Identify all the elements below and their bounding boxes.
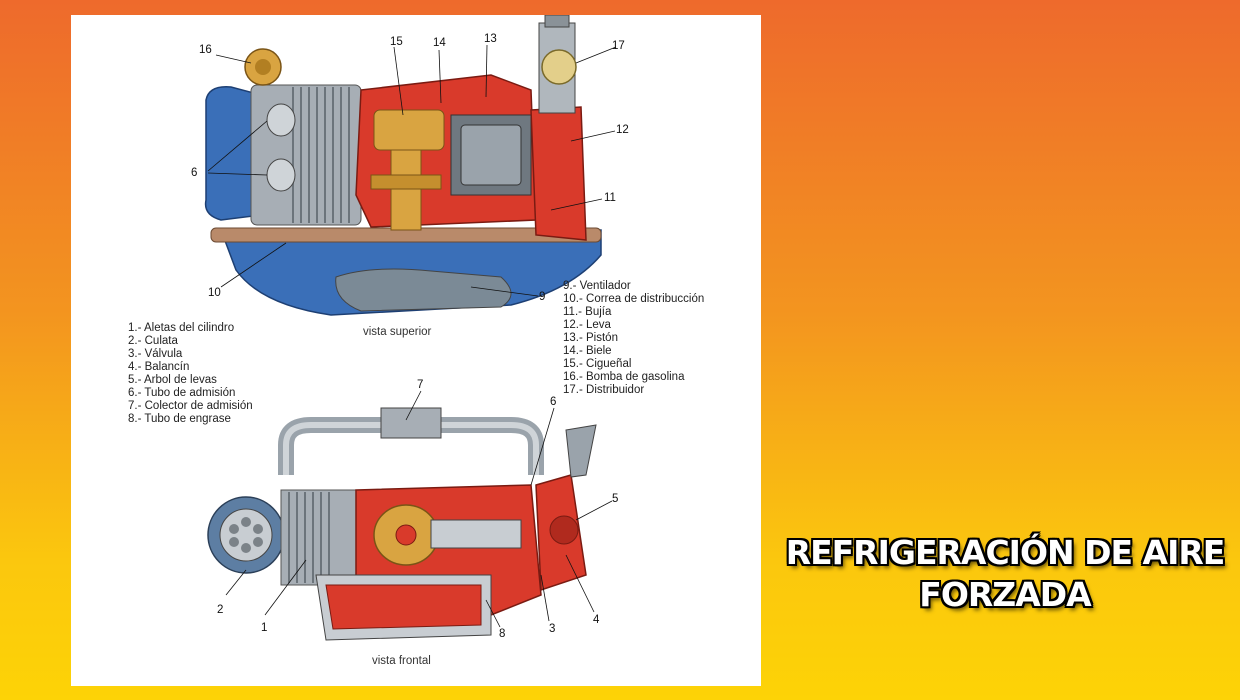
legend-item: 7.- Colector de admisión [128, 400, 253, 412]
callout-11: 11 [604, 192, 616, 204]
callout-4: 4 [593, 614, 600, 626]
callout-10: 10 [208, 287, 221, 299]
diagram-panel: 16 15 14 13 17 12 6 11 10 9 [71, 15, 761, 686]
callout-6-front: 6 [550, 396, 556, 408]
callout-3: 3 [549, 623, 555, 635]
legend-item: 10.- Correa de distribucción [563, 293, 705, 305]
legend-item: 3.- Válvula [128, 348, 183, 360]
callout-6-top: 6 [191, 167, 197, 179]
slide-title: REFRIGERACIÓN DE AIRE FORZADA [770, 532, 1240, 616]
callout-2: 2 [217, 604, 223, 616]
legend-item: 15.- Cigueñal [563, 358, 632, 370]
legend-item: 1.- Aletas del cilindro [128, 322, 235, 334]
legend-item: 5.- Arbol de levas [128, 374, 217, 386]
legend-item: 2.- Culata [128, 335, 178, 347]
callout-14: 14 [433, 37, 446, 49]
legend-right: 9.- Ventilador 10.- Correa de distribucc… [563, 280, 704, 397]
callout-9: 9 [539, 291, 545, 303]
legend-left: 1.- Aletas del cilindro 2.- Culata 3.- V… [128, 322, 253, 426]
legend-item: 11.- Bujía [563, 306, 612, 318]
legend-item: 14.- Biele [563, 345, 612, 357]
callout-16: 16 [199, 44, 212, 56]
slide-title-line-1: REFRIGERACIÓN DE AIRE [785, 533, 1226, 572]
callout-15: 15 [390, 36, 403, 48]
legend-item: 16.- Bomba de gasolina [563, 371, 685, 383]
callout-5: 5 [612, 493, 618, 505]
callout-12: 12 [616, 124, 629, 136]
legend-item: 17.- Distribuidor [563, 384, 645, 396]
callout-7: 7 [417, 379, 423, 391]
legend-item: 8.- Tubo de engrase [128, 413, 231, 425]
callout-1: 1 [261, 622, 267, 634]
slide-title-line-2: FORZADA [919, 575, 1091, 614]
callout-17: 17 [612, 40, 625, 52]
front-view-caption: vista frontal [372, 655, 431, 667]
legend-item: 12.- Leva [563, 319, 611, 331]
callout-8: 8 [499, 628, 505, 640]
callout-13: 13 [484, 33, 497, 45]
front-view-illustration: 7 6 5 2 1 8 3 4 [207, 379, 618, 641]
top-view-caption: vista superior [363, 326, 432, 338]
legend-item: 9.- Ventilador [563, 280, 631, 292]
legend-item: 13.- Pistón [563, 332, 618, 344]
legend-item: 6.- Tubo de admisión [128, 387, 236, 399]
legend-item: 4.- Balancín [128, 361, 190, 373]
engine-diagram: 16 15 14 13 17 12 6 11 10 9 [191, 15, 629, 641]
top-view-illustration: 16 15 14 13 17 12 6 11 10 9 [191, 15, 629, 316]
